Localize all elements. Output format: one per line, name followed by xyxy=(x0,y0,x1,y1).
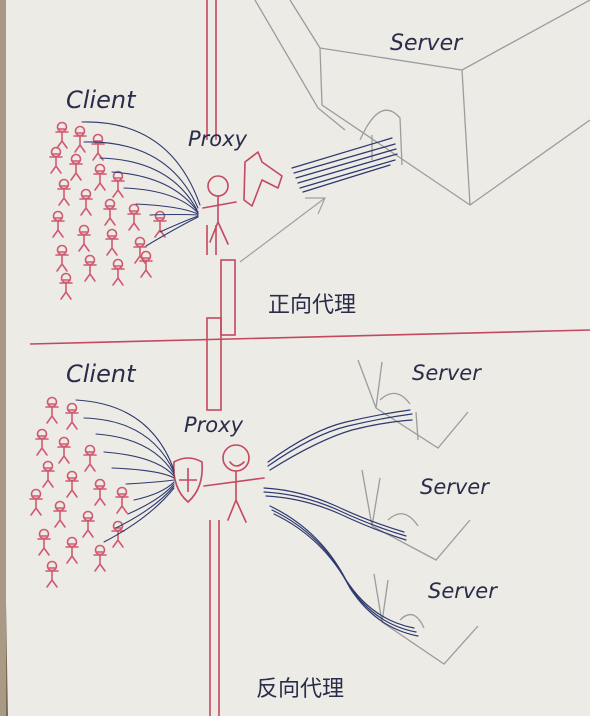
reverse-proxy-label: Proxy xyxy=(184,413,244,437)
forward-client-lines xyxy=(81,121,201,247)
forward-proxy-caption: 正向代理 xyxy=(268,293,356,318)
paper-shadow-edge xyxy=(0,0,6,716)
reverse-server-label-3: Server xyxy=(428,579,498,603)
reverse-server-1 xyxy=(357,359,469,449)
reverse-client-label: Client xyxy=(66,360,137,388)
forward-proxy-label: Proxy xyxy=(188,127,248,151)
forward-client-label: Client xyxy=(66,86,137,114)
forward-proxy-section: Client Proxy Server 正向代理 xyxy=(49,0,590,336)
forward-proxy-figure xyxy=(202,175,237,245)
reverse-proxy-caption: 反向代理 xyxy=(256,677,344,702)
forward-firewall xyxy=(206,0,236,336)
forward-red-arrow xyxy=(243,151,283,207)
forward-request-lines xyxy=(291,137,398,193)
forward-arrow xyxy=(239,197,326,263)
forward-server-label: Server xyxy=(390,31,464,56)
reverse-firewall xyxy=(206,317,222,716)
reverse-proxy-figure xyxy=(203,444,265,523)
reverse-server-label-2: Server xyxy=(420,475,490,499)
forward-server-building xyxy=(254,0,590,206)
section-divider xyxy=(29,329,590,345)
reverse-client-lines xyxy=(75,399,175,543)
reverse-shield xyxy=(172,457,204,504)
reverse-server-3 xyxy=(373,573,479,665)
reverse-server-label-1: Server xyxy=(412,361,482,385)
reverse-server-2 xyxy=(361,469,471,561)
reverse-proxy-section: Client Proxy Server Server Server 反向代理 xyxy=(29,317,498,716)
reverse-server-lines xyxy=(263,409,419,637)
